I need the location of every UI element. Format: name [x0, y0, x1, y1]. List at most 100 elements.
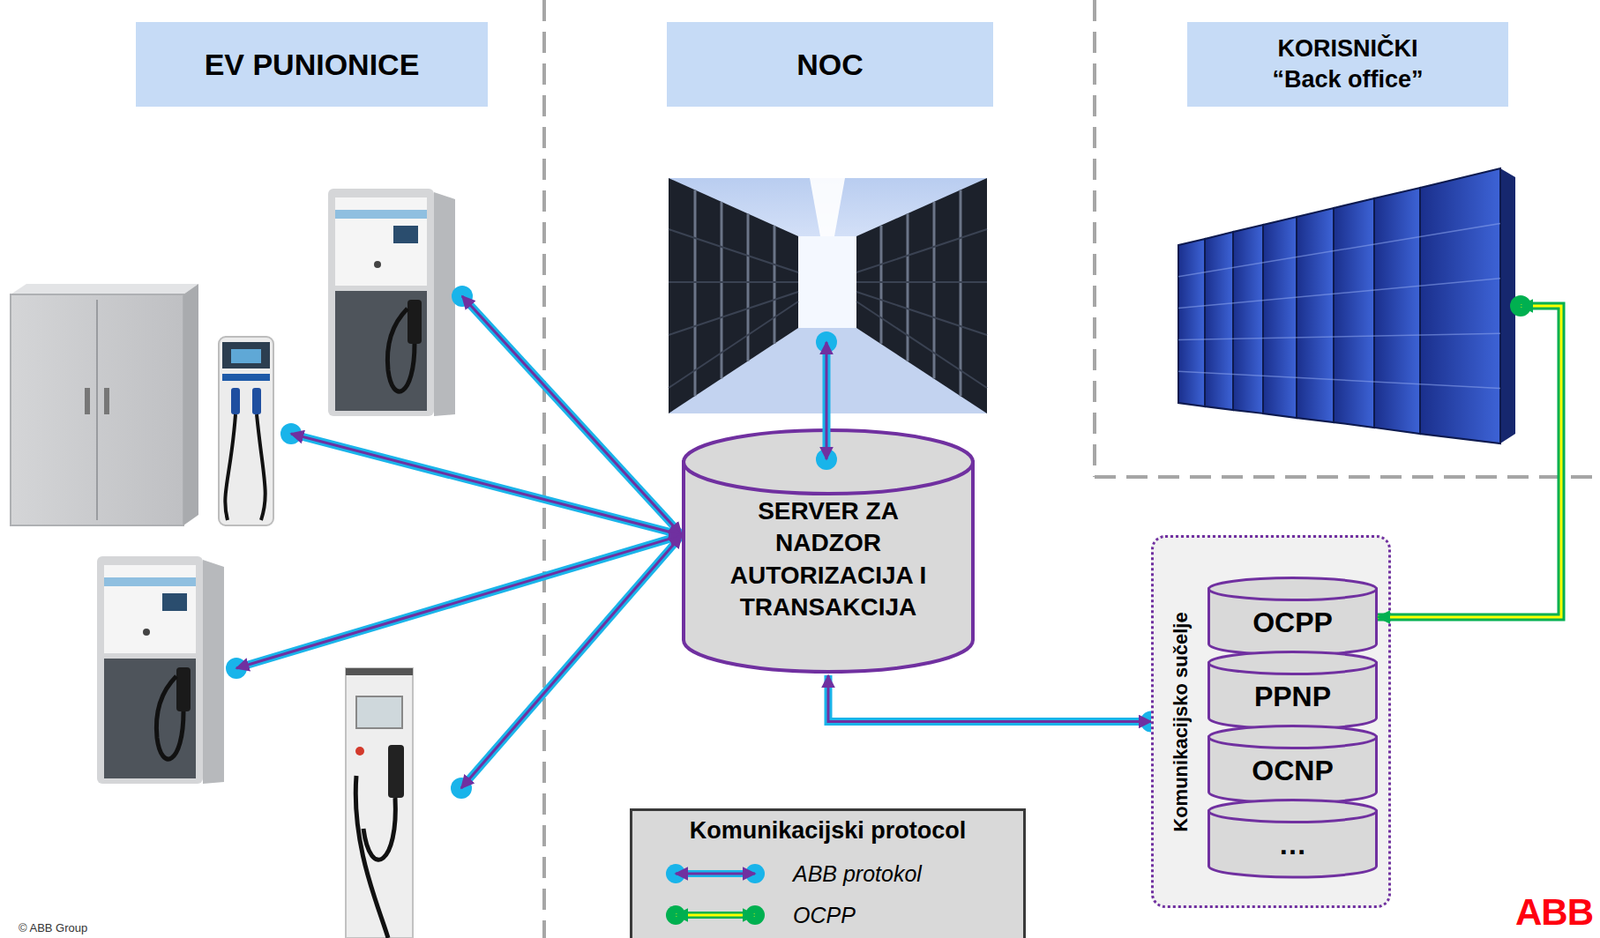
- protocol-disc: PPNP: [1207, 650, 1378, 733]
- server-rack-photo: [1296, 208, 1334, 423]
- header-label: NOC: [796, 44, 864, 84]
- noc-link: [815, 448, 838, 471]
- noc-link: [822, 342, 831, 460]
- noc-link: [825, 342, 829, 460]
- legend-line: [665, 905, 765, 926]
- server-rack-photo: [1178, 223, 1501, 389]
- server-room-photo: [668, 178, 987, 414]
- text-block: NOC: [796, 44, 864, 84]
- charger-link: [236, 296, 682, 789]
- region-divider: [1092, 0, 1097, 478]
- charger-cabinet: [84, 388, 90, 415]
- charger-link: [291, 433, 682, 536]
- charger-unit: [328, 188, 456, 417]
- interface-label: Komunikacijsko sučelje: [1168, 612, 1195, 832]
- node-label: SERVER ZA NADZOR AUTORIZACIJA I TRANSAKC…: [709, 495, 948, 625]
- noc-link: [815, 331, 838, 471]
- node-label: …: [1207, 829, 1378, 861]
- legend-text: OCPP: [792, 901, 856, 930]
- text-block: OCNP: [1207, 755, 1378, 787]
- legend-line: [665, 864, 765, 884]
- charger-link: [461, 535, 682, 789]
- charger-link: [236, 296, 682, 789]
- server-room-photo: [809, 178, 845, 237]
- server-rack-photo: [1374, 187, 1421, 434]
- legend-line: [675, 912, 756, 920]
- server-room-photo: [773, 225, 777, 344]
- charger-unit: [355, 747, 365, 756]
- header-label: EV PUNIONICE: [204, 44, 420, 84]
- connector: [828, 675, 1152, 723]
- charger-cabinet: [104, 388, 110, 415]
- charger-unit: [345, 668, 413, 938]
- charger-cabinet: [183, 284, 199, 526]
- legend-title: Komunikacijski protocol: [632, 816, 1024, 845]
- legend-line: [675, 873, 756, 876]
- company-logo: ABB: [1515, 894, 1593, 932]
- server-rack-photo: [1204, 231, 1234, 411]
- charger-post: [252, 388, 262, 415]
- charger-post: [224, 414, 236, 521]
- server-room-photo: [856, 178, 987, 414]
- cylinder-shape: [1209, 726, 1377, 749]
- server-room-photo: [668, 178, 799, 414]
- server-room-photo: [668, 281, 799, 284]
- protocol-disc: …: [1207, 799, 1378, 881]
- text-block: …: [1207, 829, 1378, 861]
- ocpp-link: [1377, 306, 1562, 618]
- connector: [828, 675, 1152, 723]
- charger-link: [462, 296, 682, 536]
- charger-link: [461, 535, 682, 789]
- charger-unit: [388, 745, 404, 799]
- ocpp-link: [1377, 306, 1562, 618]
- region-divider: [544, 0, 1600, 938]
- charger-unit: [345, 668, 413, 676]
- charger-unit: [355, 776, 389, 938]
- charger-unit: [363, 798, 396, 860]
- charger-cabinet: [96, 299, 98, 521]
- interface-group: Komunikacijsko sučelje OCPP PPNP OCNP …: [1151, 535, 1391, 909]
- server-room-photo: [856, 301, 987, 389]
- legend-text: ABB protokol: [792, 859, 922, 889]
- copyright-note: © ABB Group: [18, 921, 88, 936]
- charger-post: [222, 342, 270, 369]
- charger-post: [218, 336, 274, 526]
- server-rack-photo: [1178, 371, 1501, 389]
- charger-link: [225, 285, 682, 800]
- legend-box: ABB protokolOCPP Komunikacijski protocol: [629, 808, 1026, 938]
- server-room-photo: [856, 281, 987, 284]
- legend-line: [675, 870, 756, 878]
- node-label: OCNP: [1207, 755, 1378, 787]
- charger-unit: [345, 668, 413, 938]
- text-block: PPNP: [1207, 681, 1378, 713]
- charger-link: [236, 535, 682, 669]
- server-rack-photo: [1233, 224, 1264, 414]
- server-rack-photo: [1500, 168, 1516, 444]
- server-room-photo: [694, 190, 697, 397]
- region-header: EV PUNIONICE: [135, 22, 488, 107]
- legend-sample: [664, 860, 767, 888]
- server-cylinder: SERVER ZA NADZOR AUTORIZACIJA I TRANSAKC…: [681, 428, 975, 676]
- protocol-disc: OCPP: [1207, 576, 1378, 658]
- server-rack-photo: [1178, 168, 1501, 444]
- text-block: EV PUNIONICE: [204, 44, 420, 84]
- protocol-disc: OCNP: [1207, 725, 1378, 807]
- server-room-photo: [906, 213, 910, 361]
- server-rack-photo: [1178, 333, 1501, 340]
- server-room-photo: [856, 291, 987, 336]
- noc-link: [815, 331, 838, 353]
- charger-post: [256, 414, 266, 521]
- charger-cabinet: [10, 284, 199, 526]
- cylinder-shape: [1209, 578, 1377, 601]
- legend-sample: [664, 902, 767, 929]
- server-room-photo: [747, 213, 750, 361]
- ocpp-link: [1377, 295, 1562, 618]
- charger-post: [222, 373, 270, 382]
- cylinder-shape: [1209, 652, 1377, 675]
- server-room-photo: [668, 301, 799, 389]
- region-divider: [1094, 475, 1600, 479]
- node-label: PPNP: [1207, 681, 1378, 713]
